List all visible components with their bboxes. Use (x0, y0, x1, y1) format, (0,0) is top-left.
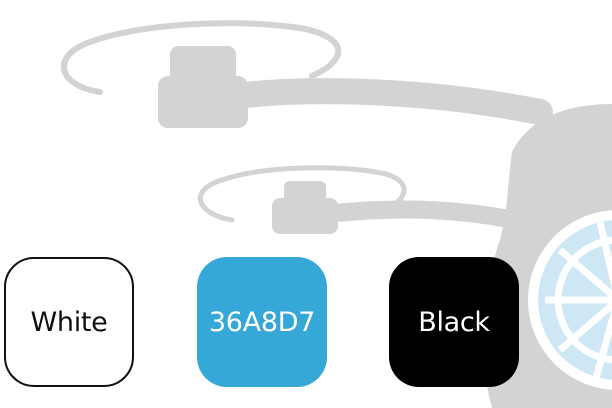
rotor-ring-lower (197, 165, 407, 223)
motor-upper-base (158, 76, 248, 128)
swatch-blue[interactable]: 36A8D7 (197, 257, 327, 387)
swatch-white[interactable]: White (4, 257, 134, 387)
camera-aperture (545, 221, 612, 379)
motor-lower-base (272, 198, 338, 234)
rotor-ring-upper (60, 20, 342, 95)
swatch-black-label: Black (418, 306, 490, 338)
swatch-black[interactable]: Black (389, 257, 519, 387)
swatch-white-label: White (30, 306, 108, 338)
swatch-blue-label: 36A8D7 (208, 306, 316, 338)
drone-arm-upper (225, 78, 553, 125)
